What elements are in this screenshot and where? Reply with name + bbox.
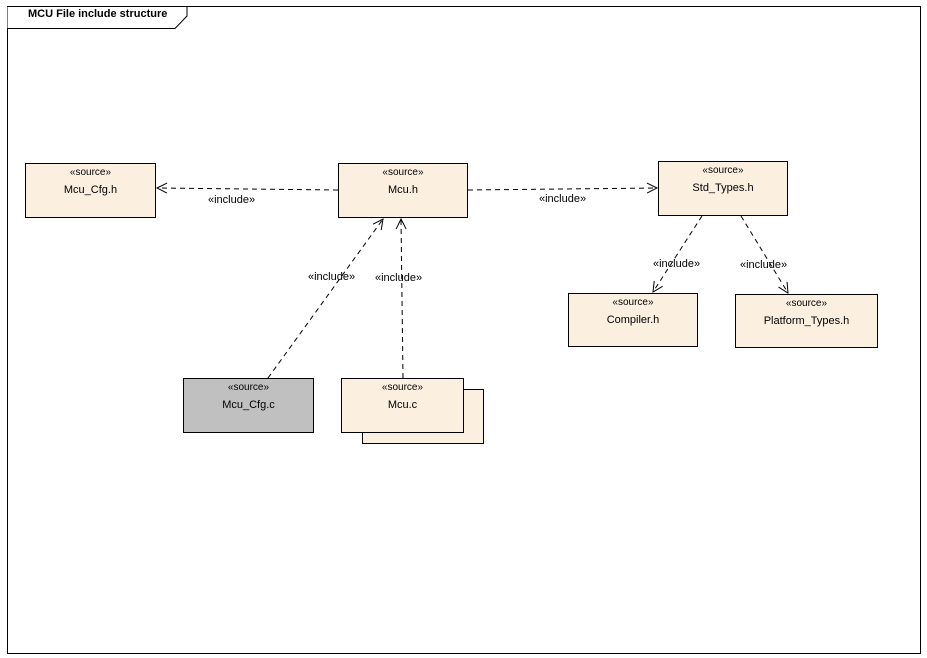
stereotype-label: «source» <box>381 382 424 393</box>
edge-label-mcu-to-std-types: «include» <box>539 193 587 205</box>
node-name: Mcu.c <box>387 399 418 411</box>
node-std-types-h[interactable]: «source» Std_Types.h <box>658 161 788 216</box>
node-name: Mcu_Cfg.h <box>63 184 118 196</box>
edge-std-types-to-platform-types <box>740 215 788 293</box>
node-mcu-c[interactable]: «source» Mcu.c <box>341 378 464 433</box>
edge-label-std-types-to-compiler: «include» <box>653 258 701 270</box>
stereotype-label: «source» <box>227 382 270 393</box>
edge-mcu-cfg-c-to-mcu <box>267 219 383 379</box>
node-mcu-cfg-h[interactable]: «source» Mcu_Cfg.h <box>25 163 156 218</box>
node-name: Mcu_Cfg.c <box>222 399 275 411</box>
node-mcu-cfg-c[interactable]: «source» Mcu_Cfg.c <box>183 378 314 433</box>
diagram-frame <box>7 6 921 654</box>
node-name: Std_Types.h <box>692 182 754 194</box>
stereotype-label: «source» <box>785 298 828 309</box>
node-compiler-h[interactable]: «source» Compiler.h <box>568 293 698 347</box>
edge-mcu-to-std-types <box>467 188 657 190</box>
node-mcu-h[interactable]: «source» Mcu.h <box>338 163 468 218</box>
node-name: Platform_Types.h <box>763 315 850 327</box>
node-name: Compiler.h <box>606 314 660 326</box>
stereotype-label: «source» <box>612 297 654 308</box>
diagram-title-tab <box>7 6 188 29</box>
node-name: Mcu.h <box>388 184 418 196</box>
diagram-title: MCU File include structure <box>28 8 168 20</box>
edge-std-types-to-compiler <box>653 215 703 292</box>
edge-label-mcu-c-to-mcu: «include» <box>375 272 423 284</box>
edge-mcu-c-to-mcu <box>401 219 403 379</box>
edge-label-mcu-to-mcu-cfg-h: «include» <box>208 194 256 206</box>
edge-label-std-types-to-platform-types: «include» <box>740 259 788 271</box>
node-platform-types-h[interactable]: «source» Platform_Types.h <box>735 294 878 348</box>
stereotype-label: «source» <box>382 167 424 178</box>
stereotype-label: «source» <box>702 165 744 176</box>
edge-label-mcu-cfg-c-to-mcu: «include» <box>308 271 356 283</box>
edge-mcu-to-mcu-cfg-h <box>157 188 339 190</box>
stereotype-label: «source» <box>69 167 112 178</box>
